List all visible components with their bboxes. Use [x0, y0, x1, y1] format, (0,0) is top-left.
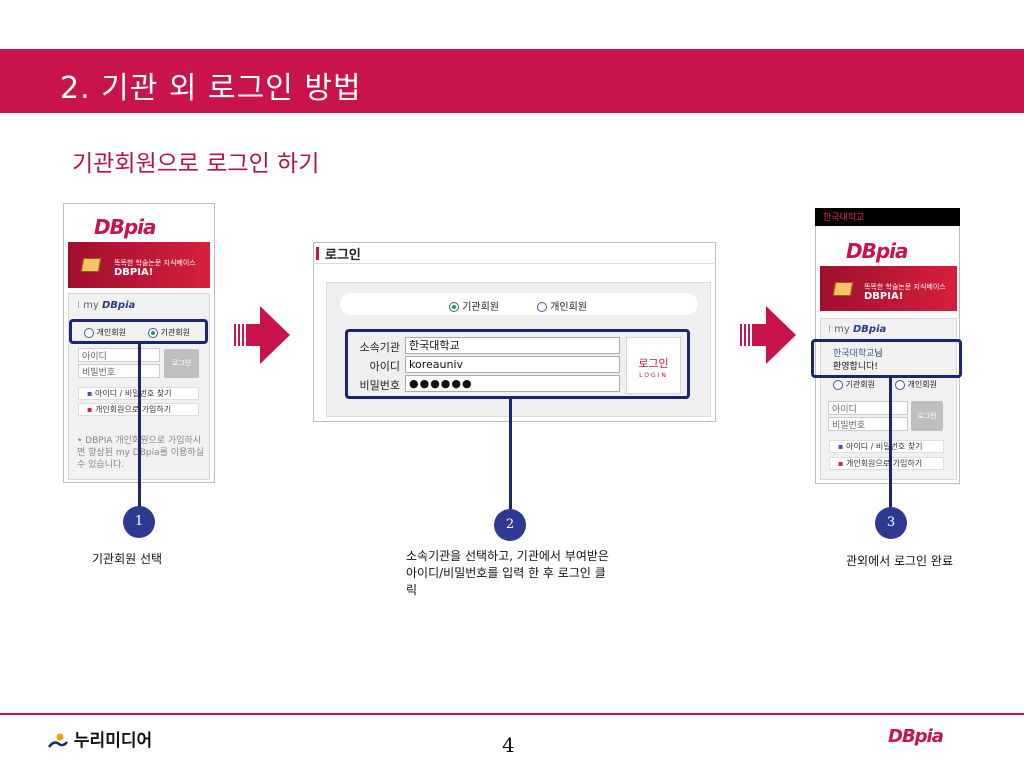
step-badge-2: 2: [494, 509, 526, 541]
radio-personal-option[interactable]: 개인회원: [895, 379, 937, 390]
nurimedia-logo-icon: [48, 733, 68, 748]
signup-note: • DBPIA 개인회원으로 가입하시면 향상된 my DBpia를 이용하실 …: [77, 436, 204, 470]
mydbpia-brand: DBpia: [102, 300, 136, 311]
page-title: 2. 기관 외 로그인 방법: [60, 71, 362, 106]
radio-institution-label: 기관회원: [462, 302, 499, 313]
page-number: 4: [502, 733, 515, 757]
login-button-label: 로그인: [638, 357, 669, 370]
arrow-right-icon: [234, 306, 290, 364]
radio-personal-option[interactable]: 개인회원: [84, 327, 126, 338]
step-caption-3: 관외에서 로그인 완료: [846, 554, 953, 568]
affiliation-field[interactable]: 한국대학교: [405, 337, 620, 354]
password-field[interactable]: 비밀번호: [78, 364, 160, 378]
banner-title: DBPIA!: [864, 291, 904, 302]
radio-institution[interactable]: [833, 379, 843, 390]
mydbpia-heading: I my DBpia: [828, 324, 887, 335]
header-bar: [0, 49, 1024, 113]
affiliation-label: 소속기관: [359, 341, 400, 354]
id-field[interactable]: 아이디: [828, 401, 908, 415]
radio-institution-option[interactable]: 기관회원: [148, 327, 190, 338]
radio-institution[interactable]: [449, 302, 459, 312]
section-subtitle: 기관회원으로 로그인 하기: [72, 151, 320, 177]
radio-institution[interactable]: [148, 327, 158, 338]
radio-institution-option[interactable]: 기관회원: [833, 379, 875, 390]
id-label: 아이디: [369, 360, 400, 373]
arrow-right-icon: [740, 306, 796, 364]
connector-line-1: [138, 344, 141, 508]
radio-institution-label: 기관회원: [845, 380, 875, 389]
radio-personal-label: 개인회원: [96, 328, 126, 337]
welcome-message: 한국대학교님 환영합니다!: [833, 348, 883, 374]
step-caption-1: 기관회원 선택: [92, 552, 163, 566]
connector-line-2: [509, 396, 512, 509]
login-form-header: 로그인: [313, 242, 716, 264]
institution-name: 한국대학교: [823, 213, 865, 223]
login-button[interactable]: 로그인: [164, 349, 199, 378]
radio-institution-label: 기관회원: [160, 328, 190, 337]
welcome-suffix: 님: [874, 349, 883, 359]
join-label: 개인회원으로 가입하기: [845, 459, 923, 468]
book-icon: [832, 282, 854, 296]
id-field[interactable]: koreauniv: [405, 356, 620, 373]
step-badge-3: 3: [875, 507, 907, 539]
join-label: 개인회원으로 가입하기: [94, 405, 172, 414]
radio-personal[interactable]: [537, 302, 547, 312]
radio-institution-option[interactable]: 기관회원: [449, 298, 499, 313]
mydbpia-prefix: my: [83, 300, 99, 311]
dbpia-logo: DBpia: [94, 215, 157, 239]
highlight-box-2: [345, 329, 690, 399]
dbpia-logo: DBpia: [846, 239, 909, 263]
banner-tagline: 똑똑한 학술논문 지식베이스: [114, 259, 196, 267]
welcome-line2: 환영합니다!: [833, 362, 879, 372]
login-button[interactable]: 로그인: [911, 401, 943, 431]
banner-title: DBPIA!: [114, 267, 154, 278]
password-field[interactable]: 비밀번호: [828, 417, 908, 431]
find-account-link[interactable]: ▪ 아이디 / 비밀번호 찾기: [829, 440, 944, 453]
promo-banner: 똑똑한 학술논문 지식베이스 DBPIA!: [820, 266, 957, 311]
mydbpia-brand: DBpia: [853, 324, 887, 335]
password-field[interactable]: ●●●●●●: [405, 375, 620, 392]
book-icon: [80, 258, 102, 272]
radio-personal-label: 개인회원: [907, 380, 937, 389]
login-button-sublabel: LOGIN: [639, 372, 668, 379]
header-accent-bar: [316, 247, 319, 260]
join-link[interactable]: ▪ 개인회원으로 가입하기: [829, 457, 944, 470]
radio-personal-label: 개인회원: [550, 302, 587, 313]
id-field[interactable]: 아이디: [78, 348, 160, 362]
find-account-label: 아이디 / 비밀번호 찾기: [845, 442, 923, 451]
highlight-box-1: [69, 319, 208, 344]
radio-personal[interactable]: [895, 379, 905, 390]
nurimedia-logo: 누리미디어: [48, 726, 152, 751]
password-label: 비밀번호: [359, 379, 400, 392]
banner-tagline: 똑똑한 학술논문 지식베이스: [864, 283, 946, 291]
highlight-box-3: [811, 339, 962, 378]
step-badge-1: 1: [123, 506, 155, 538]
connector-line-3: [889, 377, 892, 507]
nurimedia-logo-text: 누리미디어: [73, 731, 153, 751]
find-account-label: 아이디 / 비밀번호 찾기: [94, 389, 172, 398]
welcome-org: 한국대학교: [833, 349, 875, 359]
institution-topbar: 한국대학교: [815, 208, 960, 226]
step-caption-2: 소속기관을 선택하고, 기관에서 부여받은 아이디/비밀번호를 입력 한 후 로…: [406, 549, 609, 597]
footer-dbpia-logo: DBpia: [888, 726, 944, 747]
promo-banner: 똑똑한 학술논문 지식베이스 DBPIA!: [68, 242, 210, 288]
radio-personal[interactable]: [84, 327, 94, 338]
mydbpia-box: [820, 318, 957, 480]
mydbpia-prefix: my: [834, 324, 850, 335]
member-type-selector: [340, 293, 698, 315]
radio-personal-option[interactable]: 개인회원: [537, 298, 587, 313]
mydbpia-heading: I my DBpia: [77, 300, 136, 311]
login-heading: 로그인: [325, 248, 361, 263]
footer-divider: [0, 713, 1024, 715]
login-button[interactable]: 로그인 LOGIN: [626, 337, 681, 394]
